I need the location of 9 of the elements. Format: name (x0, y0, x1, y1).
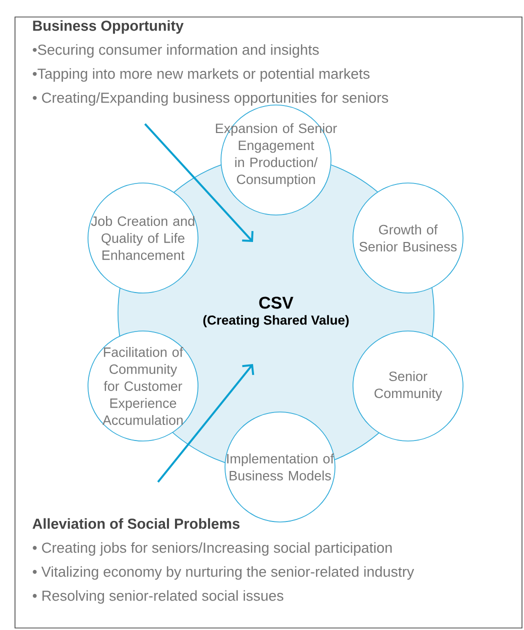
bullet-text: • Creating jobs for seniors/Increasing social participation (32, 542, 392, 556)
bullet-text: • Vitalizing economy by nurturing the senior-related industry (32, 566, 414, 580)
bullet-text: • Creating/Expanding business opportunities for seniors (32, 92, 388, 106)
arrow (157, 364, 254, 483)
arrow (144, 123, 254, 242)
bullet-text: • Resolving senior-related social issues (32, 590, 284, 604)
heading: Business Opportunity (33, 20, 184, 34)
bullet-text: •Tapping into more new markets or potential markets (32, 68, 370, 82)
bullet-text: •Securing consumer information and insights (32, 44, 319, 58)
